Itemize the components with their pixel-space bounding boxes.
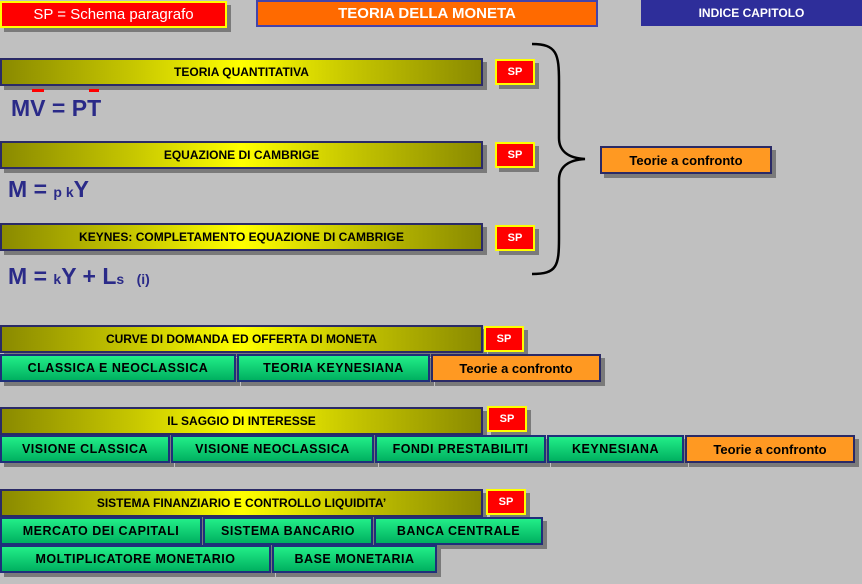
- legend-sp: SP = Schema paragrafo: [0, 1, 227, 28]
- teorie-confronto-button-saggio[interactable]: Teorie a confronto: [685, 435, 855, 463]
- formula-quantitativa: MV = PT: [11, 89, 102, 122]
- base-monetaria-button[interactable]: BASE MONETARIA: [272, 545, 437, 573]
- sp-button-sistema[interactable]: SP: [486, 489, 526, 515]
- keynes-cambrige-button[interactable]: KEYNES: COMPLETAMENTO EQUAZIONE DI CAMBR…: [0, 223, 483, 251]
- formula-keynes: M = kY + Ls (i): [8, 263, 150, 290]
- classica-neoclassica-button[interactable]: CLASSICA E NEOCLASSICA: [0, 354, 236, 382]
- formula-t: T: [87, 89, 102, 121]
- formula-y: Y: [73, 176, 89, 202]
- page-title: TEORIA DELLA MONETA: [256, 0, 598, 27]
- mercato-capitali-button[interactable]: MERCATO DEI CAPITALI: [0, 517, 202, 545]
- teorie-confronto-button-curve[interactable]: Teorie a confronto: [431, 354, 601, 382]
- formula-eq: =: [51, 95, 66, 121]
- formula-pk: p k: [53, 184, 74, 200]
- visione-classica-button[interactable]: VISIONE CLASSICA: [0, 435, 170, 463]
- formula-cambrige: M = p kY: [8, 176, 89, 203]
- formula-m: M: [8, 176, 28, 202]
- formula-m: M: [11, 95, 31, 121]
- sistema-bancario-button[interactable]: SISTEMA BANCARIO: [203, 517, 373, 545]
- fondi-prestabiliti-button[interactable]: FONDI PRESTABILITI: [375, 435, 546, 463]
- sp-button-curve[interactable]: SP: [484, 326, 524, 352]
- saggio-interesse-button[interactable]: IL SAGGIO DI INTERESSE: [0, 407, 483, 435]
- sp-button-saggio[interactable]: SP: [487, 406, 527, 432]
- teoria-keynesiana-button[interactable]: TEORIA KEYNESIANA: [237, 354, 430, 382]
- formula-plus: +: [82, 263, 96, 289]
- visione-neoclassica-button[interactable]: VISIONE NEOCLASSICA: [171, 435, 374, 463]
- formula-l: L: [102, 263, 117, 289]
- formula-k: k: [53, 271, 62, 287]
- sp-button-keynes[interactable]: SP: [495, 225, 535, 251]
- formula-p: P: [71, 95, 88, 121]
- formula-eq: =: [33, 176, 47, 202]
- teoria-quantitativa-button[interactable]: TEORIA QUANTITATIVA: [0, 58, 483, 86]
- banca-centrale-button[interactable]: BANCA CENTRALE: [374, 517, 543, 545]
- curve-domanda-offerta-button[interactable]: CURVE DI DOMANDA ED OFFERTA DI MONETA: [0, 325, 483, 353]
- equazione-cambrige-button[interactable]: EQUAZIONE DI CAMBRIGE: [0, 141, 483, 169]
- formula-s: s: [116, 271, 125, 287]
- formula-m: M: [8, 263, 28, 289]
- formula-i: (i): [136, 271, 150, 287]
- sistema-finanziario-button[interactable]: SISTEMA FINANZIARIO E CONTROLLO LIQUIDIT…: [0, 489, 483, 517]
- index-button[interactable]: INDICE CAPITOLO: [641, 0, 862, 26]
- brace-icon: [531, 42, 586, 276]
- formula-v: V: [30, 89, 46, 121]
- formula-y: Y: [61, 263, 77, 289]
- sp-button-quantitativa[interactable]: SP: [495, 59, 535, 85]
- sp-button-cambrige[interactable]: SP: [495, 142, 535, 168]
- keynesiana-button[interactable]: KEYNESIANA: [547, 435, 684, 463]
- formula-eq: =: [33, 263, 47, 289]
- teorie-confronto-button-moneta[interactable]: Teorie a confronto: [600, 146, 772, 174]
- moltiplicatore-monetario-button[interactable]: MOLTIPLICATORE MONETARIO: [0, 545, 271, 573]
